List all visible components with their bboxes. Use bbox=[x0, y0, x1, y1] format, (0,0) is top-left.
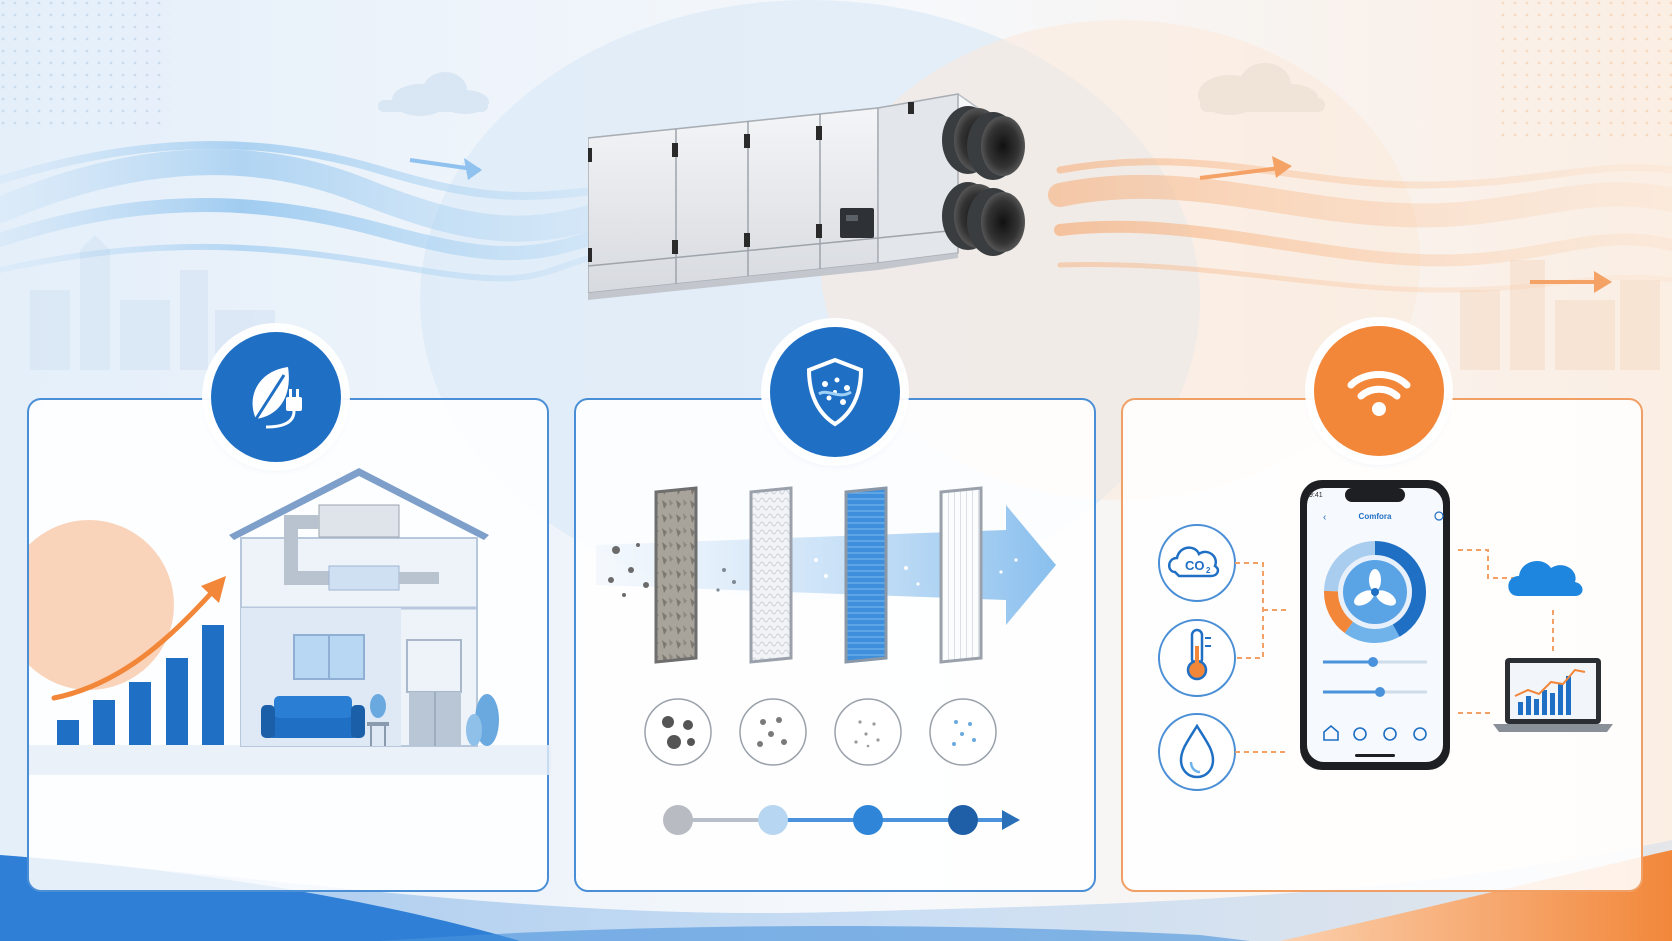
fan-icon bbox=[1354, 569, 1396, 606]
co2-label: CO bbox=[1185, 558, 1205, 573]
particle-size-ultrafine bbox=[929, 698, 997, 766]
smart-control-illustration: CO 2 9:41 ‹ Comfora bbox=[1158, 480, 1613, 791]
chart-bar bbox=[1518, 702, 1523, 715]
leaf-plug-icon bbox=[252, 367, 302, 429]
back-icon: ‹ bbox=[1323, 512, 1326, 523]
chart-bar bbox=[1542, 690, 1547, 715]
stage-dot bbox=[663, 805, 693, 835]
chart-bar bbox=[1534, 699, 1539, 715]
chart-bar bbox=[166, 658, 188, 745]
smart-control-badge bbox=[1314, 326, 1444, 456]
app-title: Comfora bbox=[1359, 512, 1392, 521]
shield-particles-icon bbox=[806, 357, 864, 427]
filter-coarse bbox=[654, 486, 698, 664]
energy-badge bbox=[211, 332, 341, 462]
chart-bar bbox=[1550, 693, 1555, 715]
chart-bar bbox=[1558, 684, 1563, 715]
dial-segment bbox=[1324, 541, 1426, 643]
dial-segment bbox=[1324, 541, 1426, 643]
ventilation-unit bbox=[588, 93, 1025, 300]
chart-bar bbox=[202, 625, 224, 745]
house-illustration bbox=[229, 468, 499, 747]
laptop-bar-chart bbox=[1518, 676, 1571, 715]
co2-icon bbox=[1168, 546, 1220, 578]
savings-bar-chart bbox=[57, 625, 224, 745]
thermometer-icon bbox=[1186, 628, 1211, 681]
svg-text:2: 2 bbox=[1206, 566, 1211, 575]
filtration-panel bbox=[574, 398, 1096, 892]
cloud-icon bbox=[1508, 561, 1583, 596]
filtration-illustration bbox=[596, 486, 1056, 835]
growth-arrow bbox=[51, 587, 217, 701]
energy-illustration bbox=[29, 468, 551, 775]
home-icon bbox=[1323, 724, 1339, 741]
smart-control-panel: CO 2 9:41 ‹ Comfora bbox=[1121, 398, 1643, 892]
filter-fine bbox=[844, 486, 888, 664]
chart-bar bbox=[1526, 696, 1531, 715]
filtration-badge bbox=[770, 327, 900, 457]
stage-dot bbox=[948, 805, 978, 835]
particle-size-coarse bbox=[644, 698, 712, 766]
chart-bar bbox=[129, 682, 151, 745]
energy-nav-icon bbox=[1383, 727, 1397, 741]
fan-nav-icon bbox=[1353, 727, 1367, 741]
energy-savings-panel bbox=[27, 398, 551, 892]
settings-icon bbox=[1413, 727, 1427, 741]
chart-bar bbox=[57, 720, 79, 745]
chart-bar bbox=[1566, 676, 1571, 715]
dial-segment bbox=[1324, 541, 1426, 643]
stage-dot bbox=[758, 805, 788, 835]
chart-bar bbox=[93, 700, 115, 745]
svg-text:9:41: 9:41 bbox=[1309, 492, 1323, 499]
humidity-drop-icon bbox=[1179, 723, 1215, 779]
incoming-particles bbox=[608, 543, 649, 597]
stage-dot bbox=[853, 805, 883, 835]
particle-size-fine bbox=[834, 698, 902, 766]
laptop bbox=[1493, 658, 1613, 732]
filter-hepa bbox=[939, 486, 983, 664]
filter-medium bbox=[749, 486, 793, 664]
smartphone: 9:41 ‹ Comfora bbox=[1300, 480, 1450, 770]
wifi-icon bbox=[1347, 371, 1411, 416]
filter-stages bbox=[654, 486, 983, 664]
